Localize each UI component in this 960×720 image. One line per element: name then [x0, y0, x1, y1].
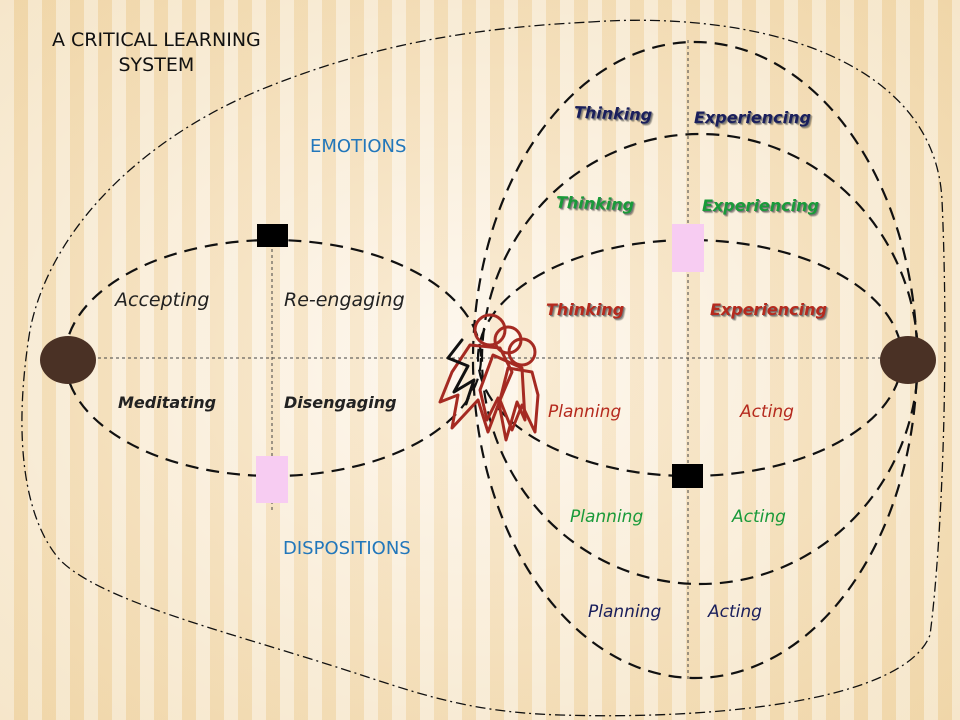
pink-rectangle-marker: [672, 224, 704, 272]
inner-thinking-label: Thinking: [546, 300, 625, 319]
right-node-circle: [880, 336, 936, 384]
emotions-label: EMOTIONS: [310, 136, 407, 157]
learner-figures-icon: [438, 313, 540, 442]
title-line-1: A CRITICAL LEARNING: [52, 29, 261, 51]
right-loop-middle: [480, 132, 920, 586]
middle-thinking-label: Thinking: [555, 192, 635, 215]
outer-boundary: [21, 19, 946, 717]
meditating-label: Meditating: [118, 393, 217, 412]
black-square-marker: [257, 224, 288, 247]
reengaging-label: Re-engaging: [284, 289, 405, 311]
title-line-2: SYSTEM: [118, 53, 195, 76]
dispositions-label: DISPOSITIONS: [283, 538, 411, 559]
inner-acting-label: Acting: [740, 402, 794, 422]
outer-planning-label: Planning: [588, 602, 662, 622]
black-square-marker: [672, 464, 703, 488]
outer-acting-label: Acting: [708, 602, 762, 622]
right-loop-outer: [471, 40, 919, 680]
disengaging-label: Disengaging: [284, 393, 397, 412]
middle-experiencing-label: Experiencing: [702, 196, 819, 215]
inner-experiencing-label: Experiencing: [710, 300, 827, 319]
inner-planning-label: Planning: [548, 402, 622, 422]
outer-experiencing-label: Experiencing: [694, 108, 811, 127]
middle-planning-label: Planning: [570, 507, 644, 527]
outer-thinking-label: Thinking: [573, 102, 653, 125]
accepting-label: Accepting: [115, 289, 210, 311]
pink-rectangle-marker: [256, 456, 288, 503]
left-node-circle: [40, 336, 96, 384]
middle-acting-label: Acting: [732, 507, 786, 527]
diagram-title: A CRITICAL LEARNING SYSTEM: [52, 28, 261, 77]
